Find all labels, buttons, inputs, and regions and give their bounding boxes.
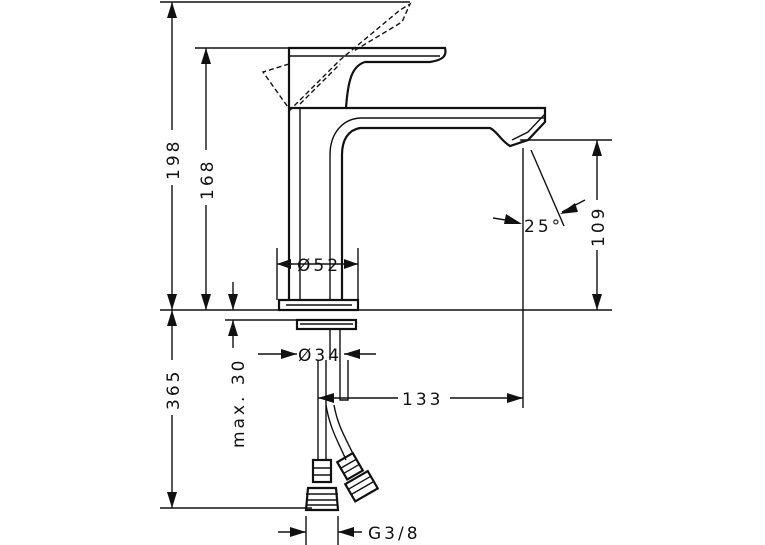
dim-total-height-label: 198 (164, 139, 184, 180)
dim-thread-line (278, 516, 362, 545)
dim-below-counter-label: 365 (164, 369, 184, 410)
dim-shank-diameter-label: Ø34 (298, 346, 342, 366)
dim-34-line (258, 349, 376, 359)
shank-assembly (295, 318, 380, 512)
faucet-body (261, 2, 547, 312)
dim-30-line (228, 282, 238, 348)
dim-spout-height-label: 168 (198, 159, 218, 200)
dim-body-diameter-label: Ø52 (297, 256, 341, 276)
dim-365-line (160, 310, 312, 509)
dim-25-angle (492, 149, 586, 227)
dim-168-line (195, 47, 289, 310)
dim-109-line (520, 139, 612, 310)
dim-thread-label: G3/8 (368, 524, 421, 544)
dim-52-line (276, 248, 359, 300)
dim-spray-angle-label: 25° (524, 217, 563, 237)
dim-198-line (160, 1, 410, 310)
dim-133-line (318, 148, 524, 408)
dim-spout-reach-label: 133 (402, 390, 443, 410)
dim-max-thickness-label: max. 30 (229, 358, 249, 448)
dim-outlet-height-label: 109 (589, 206, 609, 247)
